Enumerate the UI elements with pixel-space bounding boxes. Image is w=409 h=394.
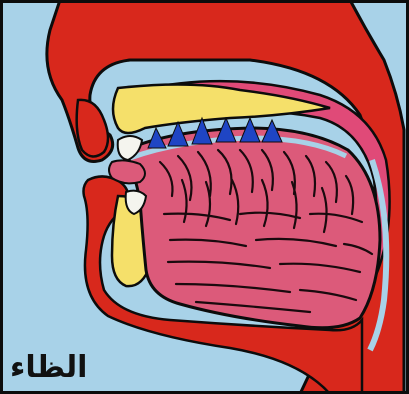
tongue — [126, 128, 380, 328]
letter-caption: الظاء — [10, 348, 110, 388]
tongue-tip — [109, 160, 145, 183]
